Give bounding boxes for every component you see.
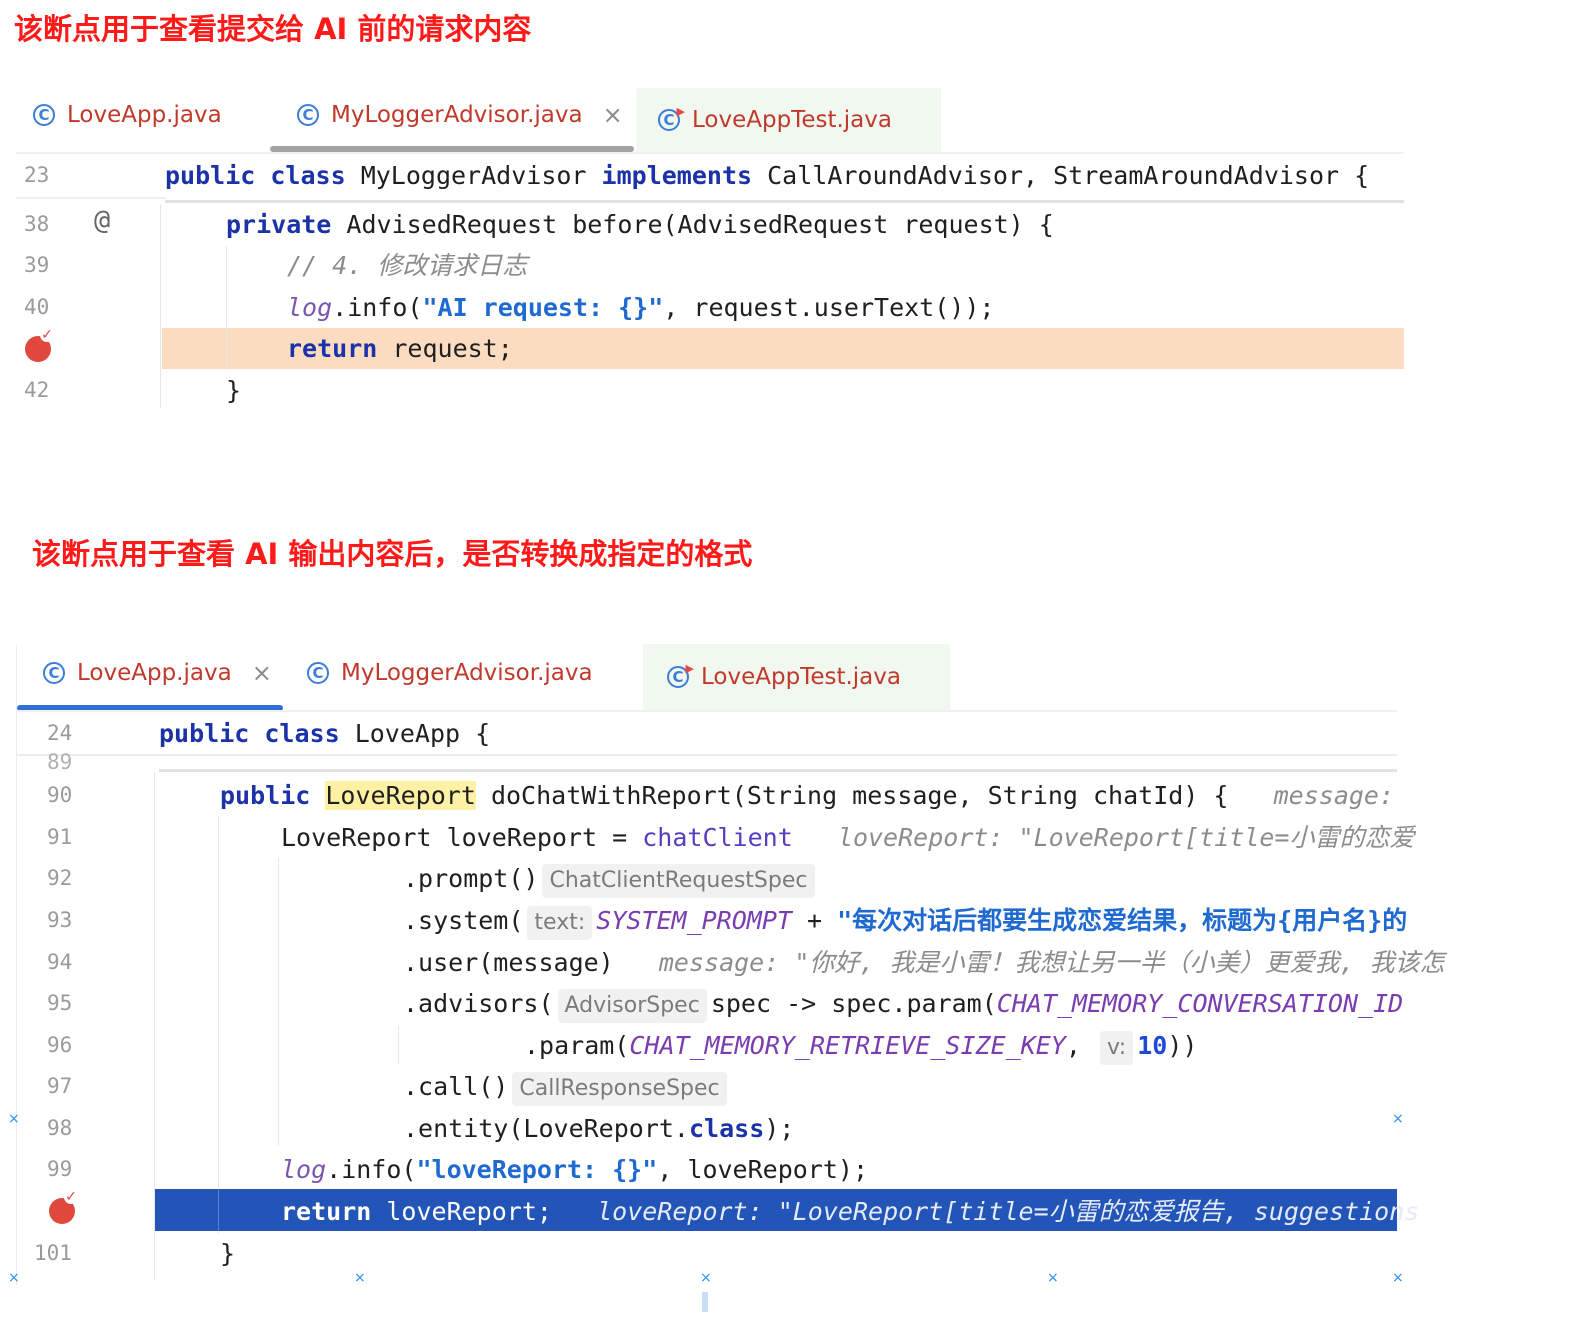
selection-handle-icon: × xyxy=(8,1270,20,1286)
line-number-partial: 89 xyxy=(47,750,73,774)
tab-label: MyLoggerAdvisor.java xyxy=(331,102,583,128)
code-line-101: } xyxy=(220,1239,236,1268)
tab-label: LoveApp.java xyxy=(77,660,232,686)
line-number: 91 xyxy=(47,825,73,849)
tab-label: LoveAppTest.java xyxy=(701,664,901,690)
line-number: 90 xyxy=(47,783,73,807)
code-line-90: public LoveReport doChatWithReport(Strin… xyxy=(220,781,1395,810)
type-hint-chip: ChatClientRequestSpec xyxy=(542,864,815,898)
gutter-divider xyxy=(154,772,155,1280)
close-icon[interactable]: × xyxy=(602,101,623,129)
test-class-icon: C▶ xyxy=(658,105,685,131)
code-line-40: log.info("AI request: {}", request.userT… xyxy=(287,293,995,322)
tab-bar-divider xyxy=(17,710,1397,712)
tab-myloggeradvisor[interactable]: C MyLoggerAdvisor.java xyxy=(307,641,593,705)
tab-label: LoveApp.java xyxy=(67,102,222,128)
line-number: 93 xyxy=(47,908,73,932)
code-line-98: .entity(LoveReport.class); xyxy=(403,1114,795,1143)
code-line-99: log.info("loveReport: {}", loveReport); xyxy=(281,1155,869,1184)
breakpoint-icon[interactable] xyxy=(49,1190,78,1224)
indent-guide xyxy=(226,246,227,370)
tab-loveapp[interactable]: C LoveApp.java xyxy=(33,83,222,147)
close-icon[interactable]: × xyxy=(251,659,272,687)
tab-loveapptest[interactable]: C▶ LoveAppTest.java xyxy=(643,644,950,710)
code-line-94: .user(message) message: "你好, 我是小雷！我想让另一半… xyxy=(403,948,1445,977)
gutter-divider xyxy=(160,205,161,408)
line-number: 98 xyxy=(47,1116,73,1140)
sticky-header-divider xyxy=(17,754,1397,756)
selection-handle-icon: × xyxy=(8,1111,20,1127)
line-number: 38 xyxy=(24,212,50,236)
class-icon: C xyxy=(33,104,55,126)
code-line-92: .prompt()ChatClientRequestSpec xyxy=(403,858,1397,899)
line-number: 23 xyxy=(24,163,50,187)
line-number: 24 xyxy=(47,721,73,745)
class-icon: C xyxy=(297,104,319,126)
code-line-41: return request; xyxy=(287,334,513,363)
tab-label: LoveAppTest.java xyxy=(692,107,892,133)
indent-guide xyxy=(278,858,279,1146)
panel-left-border xyxy=(16,645,17,1285)
code-line-93: .system(text:SYSTEM_PROMPT + "每次对话后都要生成恋… xyxy=(403,900,1407,941)
line-number: 39 xyxy=(24,253,50,277)
line-number: 97 xyxy=(47,1074,73,1098)
caption-top: 该断点用于查看提交给 AI 前的请求内容 xyxy=(14,12,532,46)
line-number: 99 xyxy=(47,1157,73,1181)
current-execution-line xyxy=(155,1189,1397,1231)
tab-myloggeradvisor[interactable]: C MyLoggerAdvisor.java × xyxy=(297,83,623,147)
selection-handle-icon: × xyxy=(1047,1270,1059,1286)
code-line-97: .call()CallResponseSpec xyxy=(403,1066,1397,1107)
line-number: 40 xyxy=(24,295,50,319)
param-hint-chip: v: xyxy=(1099,1031,1134,1065)
code-line-100: return loveReport; loveReport: "LoveRepo… xyxy=(281,1197,1420,1226)
tab-loveapptest[interactable]: C▶ LoveAppTest.java xyxy=(636,88,941,152)
code-line-38: private AdvisedRequest before(AdvisedReq… xyxy=(226,210,1054,239)
active-tab-underline xyxy=(17,705,283,711)
sticky-header-divider xyxy=(165,200,1404,203)
code-line-24: public class LoveApp { xyxy=(159,719,491,748)
selection-handle-icon: × xyxy=(1392,1111,1404,1127)
code-line-96: .param(CHAT_MEMORY_RETRIEVE_SIZE_KEY, v:… xyxy=(524,1025,1397,1066)
sticky-header-divider xyxy=(16,197,166,199)
breakpoint-line-highlight xyxy=(162,328,1404,369)
indent-guide xyxy=(218,816,219,1234)
line-number: 96 xyxy=(47,1033,73,1057)
indent-guide xyxy=(398,1026,399,1064)
indent-guide xyxy=(218,1189,219,1231)
active-tab-underline xyxy=(270,146,634,152)
type-hint-chip: AdvisorSpec xyxy=(557,989,707,1023)
breakpoint-icon[interactable] xyxy=(25,328,54,362)
type-hint-chip: CallResponseSpec xyxy=(512,1072,727,1106)
line-number: 94 xyxy=(47,950,73,974)
sticky-header-divider xyxy=(159,769,1397,772)
resize-handle xyxy=(702,1292,708,1312)
line-number: 92 xyxy=(47,866,73,890)
code-line-91: LoveReport loveReport = chatClient loveR… xyxy=(281,823,1415,852)
class-icon: C xyxy=(43,662,65,684)
test-class-icon: C▶ xyxy=(667,662,694,688)
code-line-23: public class MyLoggerAdvisor implements … xyxy=(165,161,1370,190)
tab-bar-divider xyxy=(16,152,1404,154)
selection-handle-icon: × xyxy=(354,1270,366,1286)
selection-handle-icon: × xyxy=(1392,1270,1404,1286)
tab-loveapp[interactable]: C LoveApp.java × xyxy=(43,641,272,705)
code-line-42: } xyxy=(226,376,242,405)
line-number: 42 xyxy=(24,378,50,402)
line-number: 95 xyxy=(47,991,73,1015)
tab-label: MyLoggerAdvisor.java xyxy=(341,660,593,686)
param-hint-chip: text: xyxy=(527,906,593,940)
selection-handle-icon: × xyxy=(700,1270,712,1286)
line-number: 101 xyxy=(34,1241,72,1265)
caption-bottom: 该断点用于查看 AI 输出内容后，是否转换成指定的格式 xyxy=(32,537,753,571)
override-at-icon[interactable]: @ xyxy=(94,205,111,236)
class-icon: C xyxy=(307,662,329,684)
code-line-39: // 4. 修改请求日志 xyxy=(287,251,528,280)
